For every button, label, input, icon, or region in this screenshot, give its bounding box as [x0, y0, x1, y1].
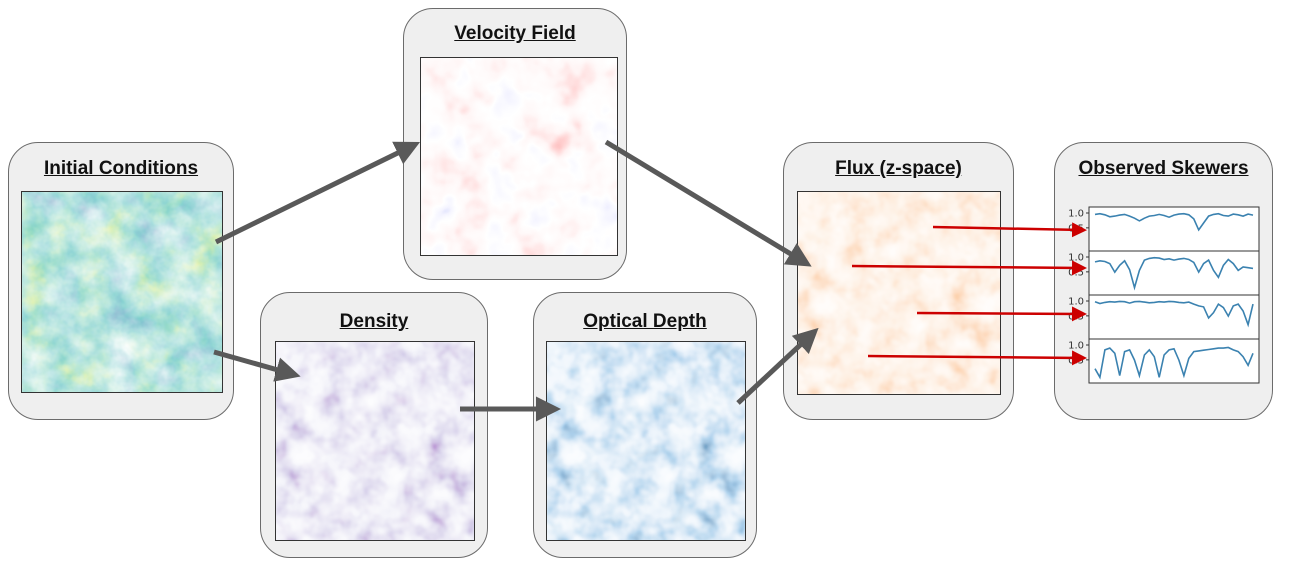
skewer-line-2: [1094, 256, 1254, 291]
y-tick-label: 1.0: [1068, 209, 1084, 220]
skewer-frame-4: [1088, 338, 1260, 384]
panel-title: Flux (z-space): [835, 158, 962, 179]
y-tick-label: 0.5: [1068, 355, 1084, 366]
optical-depth-colormap: [547, 342, 745, 540]
skewer-frame-2: [1088, 250, 1260, 296]
viridis-field: [22, 192, 222, 392]
y-tick-label: 1.0: [1068, 253, 1084, 264]
panel-title: Initial Conditions: [43, 158, 199, 179]
skewer-line-3: [1094, 300, 1254, 328]
flux-colormap: [798, 192, 1000, 394]
velocity-field-panel: Velocity Field: [403, 8, 627, 280]
skewer-line-1: [1094, 212, 1254, 232]
flux-map: [797, 191, 1001, 395]
panel-title: Velocity Field: [454, 23, 576, 44]
arrow-velocity-to-flux: [604, 139, 812, 267]
observed-skewers-panel: Observed Skewers 1.0 0.5 1.0 0.5 1.0 0.5 1.0 0.…: [1054, 142, 1273, 420]
initial-conditions-panel: Initial Conditions: [8, 142, 234, 420]
y-tick-label: 0.5: [1068, 223, 1084, 234]
density-colormap: [276, 342, 474, 540]
panel-title: Density: [339, 311, 409, 332]
velocity-colormap: [421, 58, 617, 255]
y-tick-label: 1.0: [1068, 297, 1084, 308]
panel-title: Optical Depth: [583, 311, 707, 332]
density-map: [275, 341, 475, 541]
y-tick-label: 0.5: [1068, 267, 1084, 278]
panel-title: Observed Skewers: [1078, 158, 1249, 179]
flux-panel: Flux (z-space): [783, 142, 1014, 420]
optical-depth-map: [546, 341, 746, 541]
optical-depth-panel: Optical Depth: [533, 292, 757, 558]
arrow-initial-to-velocity: [214, 141, 421, 245]
skewer-chart: 1.0 0.5 1.0 0.5 1.0 0.5 1.0 0.5: [1068, 206, 1260, 384]
skewer-line-4: [1094, 346, 1254, 380]
initial-conditions-map: [21, 191, 223, 393]
y-tick-label: 0.5: [1068, 311, 1084, 322]
density-panel: Density: [260, 292, 488, 558]
velocity-field-map: [420, 57, 618, 256]
y-tick-label: 1.0: [1068, 341, 1084, 352]
